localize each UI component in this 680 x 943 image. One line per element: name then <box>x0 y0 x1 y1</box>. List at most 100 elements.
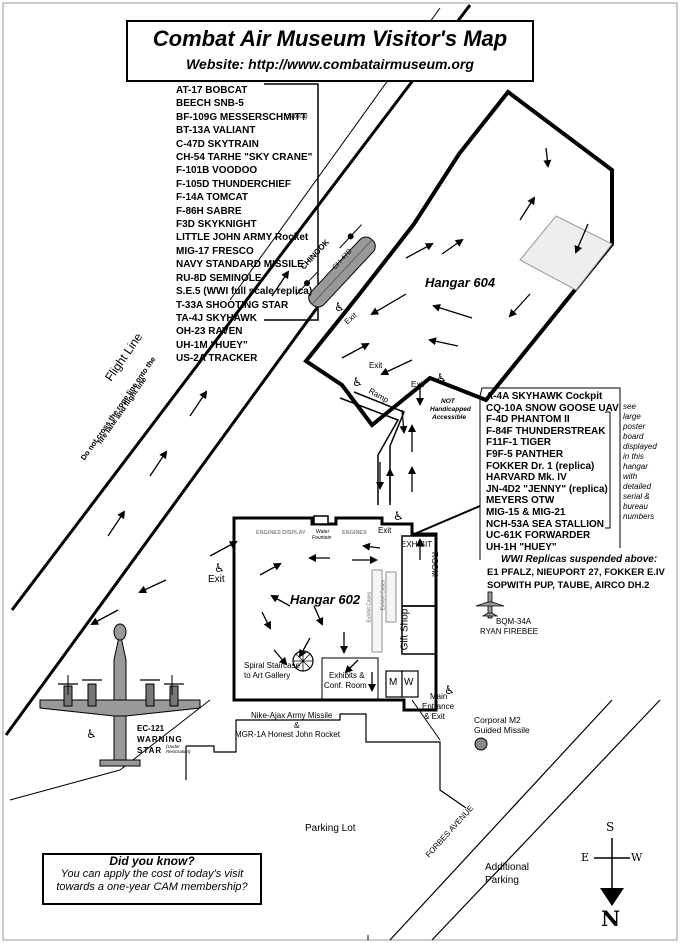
chinook-helicopter <box>295 224 376 308</box>
nike-label-2: & <box>294 721 300 730</box>
hangar602-list-bracket <box>479 387 621 548</box>
ec121-label-2: WARNING <box>137 735 183 744</box>
outdoor-aircraft-item: CH-54 TARHE "SKY CRANE" <box>176 152 313 164</box>
hangar-602-aircraft-item: HARVARD Mk. IV <box>486 472 567 484</box>
nike-label-1: Nike-Ajax Army Missile <box>251 711 333 720</box>
compass-e: E <box>581 851 590 864</box>
hangar-602-aircraft-item: UH-1H "HUEY" <box>486 541 557 553</box>
engines-display-label: ENGINES DISPLAY <box>256 530 306 536</box>
parking-lot-outline <box>186 713 467 809</box>
poster-note-line: bureau <box>623 502 648 511</box>
gift-shop-label: Gift Shop <box>399 608 411 651</box>
hangar-602-aircraft-item: F9F-5 PANTHER <box>486 448 564 460</box>
outdoor-aircraft-item: F-105D THUNDERCHIEF <box>176 178 292 190</box>
water-fountain-label-2: Fountain <box>312 535 332 541</box>
outdoor-aircraft-item: UH-1M "HUEY" <box>176 339 248 351</box>
svg-text:♿: ♿ <box>352 375 363 389</box>
forbes-avenue-edge-2 <box>431 699 661 941</box>
not-accessible-1: NOT <box>441 398 455 405</box>
poster-note-line: detailed <box>623 482 652 491</box>
hangar-602-label: Hangar 602 <box>290 592 361 607</box>
water-fountain-label-1: Water <box>316 529 330 535</box>
poster-note-line: large <box>623 412 641 421</box>
compass <box>594 838 630 906</box>
hangar-602-aircraft-item: F-4D PHANTOM II <box>486 414 570 426</box>
outdoor-aircraft-item: NAVY STANDARD MISSILE <box>176 259 304 271</box>
outdoor-aircraft-item: F3D SKYKNIGHT <box>176 219 257 231</box>
outdoor-aircraft-item: TA-4J SKYHAWK <box>176 312 257 324</box>
wwi-line-2: SOPWITH PUP, TAUBE, AIRCO DH.2 <box>487 580 650 591</box>
engines-label: ENGINES <box>342 530 367 536</box>
wwi-line-1: E1 PFALZ, NIEUPORT 27, FOKKER E.IV <box>487 567 665 578</box>
compass-n: N <box>601 906 621 931</box>
page-title: Combat Air Museum Visitor's Map <box>152 26 508 51</box>
corporal-label-1: Corporal M2 <box>474 715 521 725</box>
corporal-missile-marker <box>474 737 488 751</box>
nike-label-3: MGR-1A Honest John Rocket <box>235 730 340 739</box>
poster-bracket <box>605 411 611 529</box>
wwi-heading: WWI Replicas suspended above: <box>501 554 658 565</box>
hangar-602-aircraft-item: UC-61K FORWARDER <box>486 530 591 542</box>
outdoor-aircraft-item: C-47D SKYTRAIN <box>176 138 259 150</box>
entrance-walk <box>411 699 441 741</box>
outdoor-aircraft-item: US-2A TRACKER <box>176 353 258 365</box>
outdoor-aircraft-item: MIG-17 FRESCO <box>176 245 254 257</box>
hangar-602-aircraft-item: CQ-10A SNOW GOOSE UAV <box>486 402 619 414</box>
map-title-box: Combat Air Museum Visitor's Map Website:… <box>126 20 534 82</box>
outdoor-aircraft-item: F-86H SABRE <box>176 205 242 217</box>
conf-room <box>321 657 379 701</box>
main-entrance-label-3: & Exit <box>424 712 445 721</box>
hangar-602-aircraft-item: FOKKER Dr. 1 (replica) <box>486 460 595 472</box>
exhibits-conf-label-1: Exhibits & <box>329 671 365 680</box>
route-arrows <box>90 147 589 692</box>
outdoor-aircraft-item: LITTLE JOHN ARMY Rocket <box>176 232 309 244</box>
spiral-staircase-label-1: Spiral Staircase <box>244 661 301 670</box>
ec121-note-2: Restoration) <box>166 749 191 754</box>
hangar-604-label: Hangar 604 <box>425 275 496 290</box>
restroom-w: W <box>404 677 414 688</box>
poster-note-line: numbers <box>623 512 655 521</box>
hangar602-pointer <box>411 505 481 536</box>
ec121-note-1: (Under <box>166 744 180 749</box>
poster-note-line: see <box>623 402 636 411</box>
accessible-icons: ♿ ♿ ♿ ♿ ♿ ♿ ♿ <box>86 300 455 741</box>
forbes-avenue-edge-1 <box>389 699 613 941</box>
website-link[interactable]: Website: http://www.combatairmuseum.org <box>186 56 474 72</box>
corporal-label-2: Guided Missile <box>474 725 530 735</box>
svg-text:♿: ♿ <box>86 727 97 741</box>
apron-edge-2 <box>119 699 211 771</box>
exit-label-hangar602-top: Exit <box>378 526 392 535</box>
did-you-know-box: Did you know? You can apply the cost of … <box>42 853 262 905</box>
svg-text:♿: ♿ <box>444 683 455 697</box>
ec121-label-1: EC-121 <box>137 724 165 733</box>
bqm-label: BQM-34A <box>496 617 532 626</box>
replica-note: (replica) <box>286 114 308 120</box>
hangar-602-aircraft-item: NCH-53A SEA STALLION <box>486 518 604 530</box>
restroom-m: M <box>389 677 398 688</box>
hangar-602-aircraft-item: A-4A SKYHAWK Cockpit <box>486 391 603 402</box>
outdoor-aircraft-item: BT-13A VALIANT <box>176 125 256 137</box>
outdoor-aircraft-item: F-101B VOODOO <box>176 165 258 177</box>
exhibit-label: EXHIBIT <box>401 540 433 549</box>
main-entrance-label-2: Entrance <box>422 702 455 711</box>
main-entrance-label-1: Main <box>430 692 448 701</box>
exhibits-conf-label-2: Conf. Room <box>324 681 367 690</box>
water-fountain <box>313 515 329 525</box>
restroom-w-box <box>401 670 419 698</box>
outdoor-aircraft-item: S.E.5 (WWI full scale replica) <box>176 286 313 298</box>
svg-text:♿: ♿ <box>436 371 447 385</box>
svg-text:♿: ♿ <box>214 561 225 575</box>
poster-note-line: displayed <box>623 442 657 451</box>
spiral-staircase-label-2: to Art Gallery <box>244 671 291 680</box>
did-you-know-line-2: towards a one-year CAM membership? <box>56 881 248 893</box>
poster-note-line: poster <box>623 422 646 431</box>
compass-w: W <box>631 851 643 864</box>
outdoor-aircraft-item: BF-109G MESSERSCHMITT <box>176 111 307 123</box>
outdoor-aircraft-item: RU-8D SEMINOLE <box>176 272 262 284</box>
ec121-aircraft <box>39 623 201 767</box>
not-accessible-2: Handicapped <box>430 406 471 413</box>
